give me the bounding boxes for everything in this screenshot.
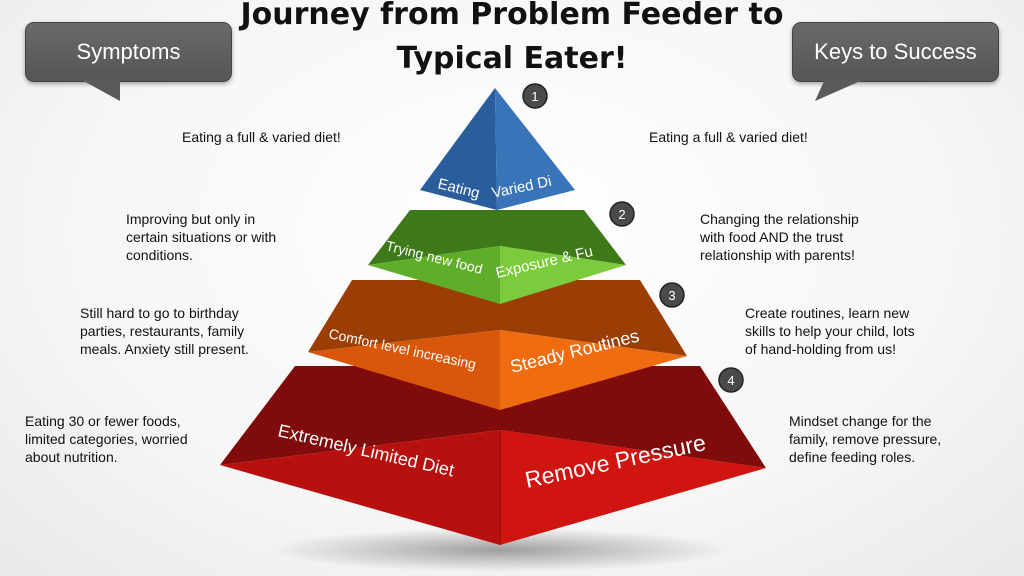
- key-note-3: Create routines, learn new skills to hel…: [745, 304, 915, 358]
- symptom-4-line-2: limited categories, worried: [25, 431, 188, 447]
- pyramid-level-2: [368, 210, 626, 304]
- keys-callout-label: Keys to Success: [814, 39, 977, 64]
- keys-callout: Keys to Success: [792, 22, 999, 82]
- symptom-2-line-3: conditions.: [126, 247, 193, 263]
- key-3-line-2: skills to help your child, lots: [745, 323, 915, 339]
- badge-4-number: 4: [727, 373, 734, 388]
- symptom-note-1: Eating a full & varied diet!: [182, 128, 341, 146]
- key-4-line-3: define feeding roles.: [789, 449, 916, 465]
- key-note-1: Eating a full & varied diet!: [649, 128, 808, 146]
- key-4-line-1: Mindset change for the: [789, 413, 932, 429]
- symptom-3-line-2: parties, restaurants, family: [80, 323, 245, 339]
- badge-1: 1: [522, 83, 548, 109]
- key-2-line-1: Changing the relationship: [700, 211, 859, 227]
- badge-1-number: 1: [531, 89, 538, 104]
- title-line-1: Journey from Problem Feeder to: [240, 0, 784, 32]
- keys-callout-tail: [815, 79, 865, 101]
- symptoms-callout-label: Symptoms: [76, 39, 181, 64]
- key-note-4: Mindset change for the family, remove pr…: [789, 412, 941, 466]
- title-line-2: Typical Eater!: [396, 41, 628, 76]
- key-1-line-1: Eating a full & varied diet!: [649, 129, 808, 145]
- badge-3-number: 3: [668, 288, 675, 303]
- symptom-note-3: Still hard to go to birthday parties, re…: [80, 304, 249, 358]
- symptom-3-line-3: meals. Anxiety still present.: [80, 341, 249, 357]
- key-3-line-3: of hand-holding from us!: [745, 341, 896, 357]
- key-3-line-1: Create routines, learn new: [745, 305, 910, 321]
- pyramid-shadow: [270, 528, 730, 572]
- key-2-line-2: with food AND the trust: [700, 229, 844, 245]
- symptom-4-line-3: about nutrition.: [25, 449, 118, 465]
- symptoms-callout: Symptoms: [25, 22, 232, 82]
- page-title: Journey from Problem Feeder to Typical E…: [0, 0, 1024, 74]
- badge-4: 4: [718, 367, 744, 393]
- symptoms-callout-tail: [80, 79, 120, 101]
- key-4-line-2: family, remove pressure,: [789, 431, 942, 447]
- symptom-1-line-1: Eating a full & varied diet!: [182, 129, 341, 145]
- symptom-note-2: Improving but only in certain situations…: [126, 210, 276, 264]
- symptom-2-line-1: Improving but only in: [126, 211, 256, 227]
- symptom-2-line-2: certain situations or with: [126, 229, 277, 245]
- badge-3: 3: [659, 282, 685, 308]
- badge-2: 2: [609, 201, 635, 227]
- key-2-line-3: relationship with parents!: [700, 247, 855, 263]
- key-note-2: Changing the relationship with food AND …: [700, 210, 859, 264]
- pyramid-level-4: [220, 366, 766, 545]
- badge-2-number: 2: [618, 207, 625, 222]
- pyramid-level-3: [308, 280, 687, 410]
- symptom-note-4: Eating 30 or fewer foods, limited catego…: [25, 412, 188, 466]
- symptom-4-line-1: Eating 30 or fewer foods,: [25, 413, 181, 429]
- pyramid-level-1: [420, 88, 575, 210]
- symptom-3-line-1: Still hard to go to birthday: [80, 305, 239, 321]
